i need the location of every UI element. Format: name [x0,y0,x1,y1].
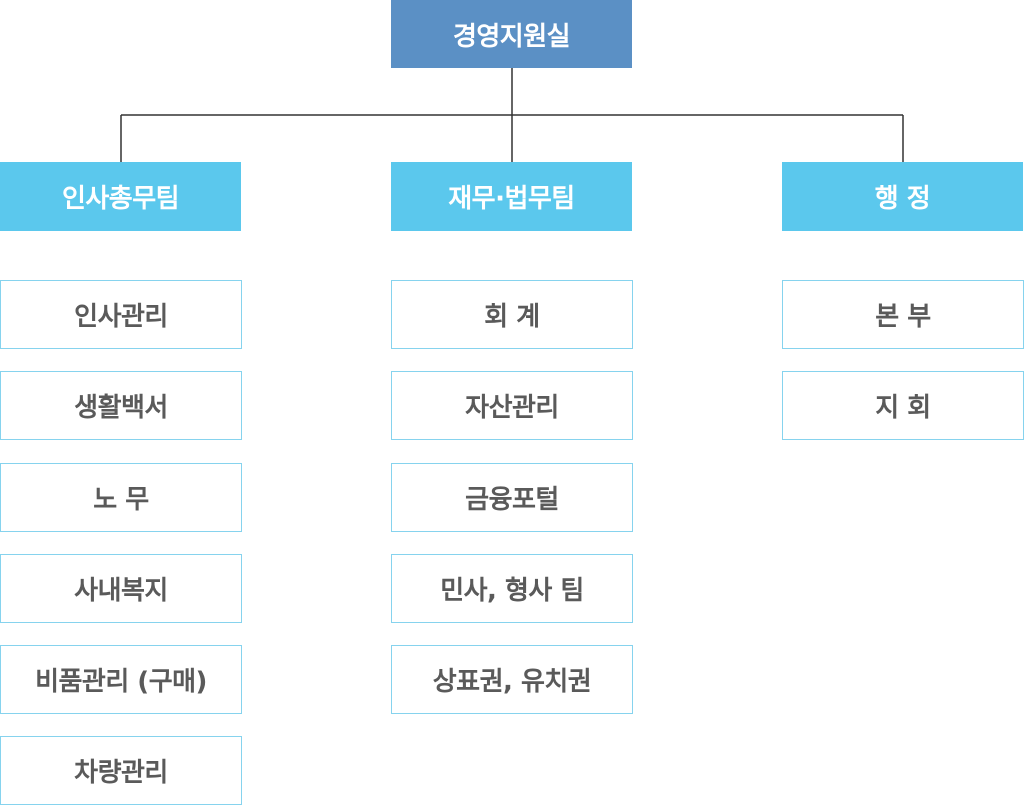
item-node: 비품관리 (구매) [0,645,242,714]
item-node: 사내복지 [0,554,242,623]
item-label: 상표권, 유치권 [432,667,592,697]
team-label: 행 정 [874,184,931,214]
item-label: 인사관리 [74,302,168,332]
team-label: 인사총무팀 [61,184,180,214]
item-node: 노 무 [0,463,242,532]
item-node: 회 계 [391,280,633,349]
item-node: 인사관리 [0,280,242,349]
team-label: 재무·법무팀 [448,184,575,214]
team-node-administration: 행 정 [782,162,1023,231]
item-label: 본 부 [875,302,931,332]
item-label: 자산관리 [465,393,559,423]
item-label: 차량관리 [74,758,168,788]
team-node-finance-legal: 재무·법무팀 [391,162,632,231]
root-node: 경영지원실 [391,0,632,68]
item-node: 지 회 [782,371,1024,440]
item-label: 생활백서 [74,393,168,423]
item-label: 민사, 형사 팀 [440,576,584,606]
item-label: 비품관리 (구매) [35,667,207,697]
item-label: 노 무 [93,485,149,515]
item-label: 사내복지 [74,576,168,606]
root-label: 경영지원실 [452,21,571,52]
item-node: 자산관리 [391,371,633,440]
item-node: 차량관리 [0,736,242,805]
item-node: 본 부 [782,280,1024,349]
item-node: 상표권, 유치권 [391,645,633,714]
item-label: 지 회 [875,393,931,423]
item-label: 금융포털 [465,485,559,515]
item-node: 민사, 형사 팀 [391,554,633,623]
team-node-hr-general: 인사총무팀 [0,162,241,231]
item-label: 회 계 [484,302,540,332]
item-node: 금융포털 [391,463,633,532]
item-node: 생활백서 [0,371,242,440]
